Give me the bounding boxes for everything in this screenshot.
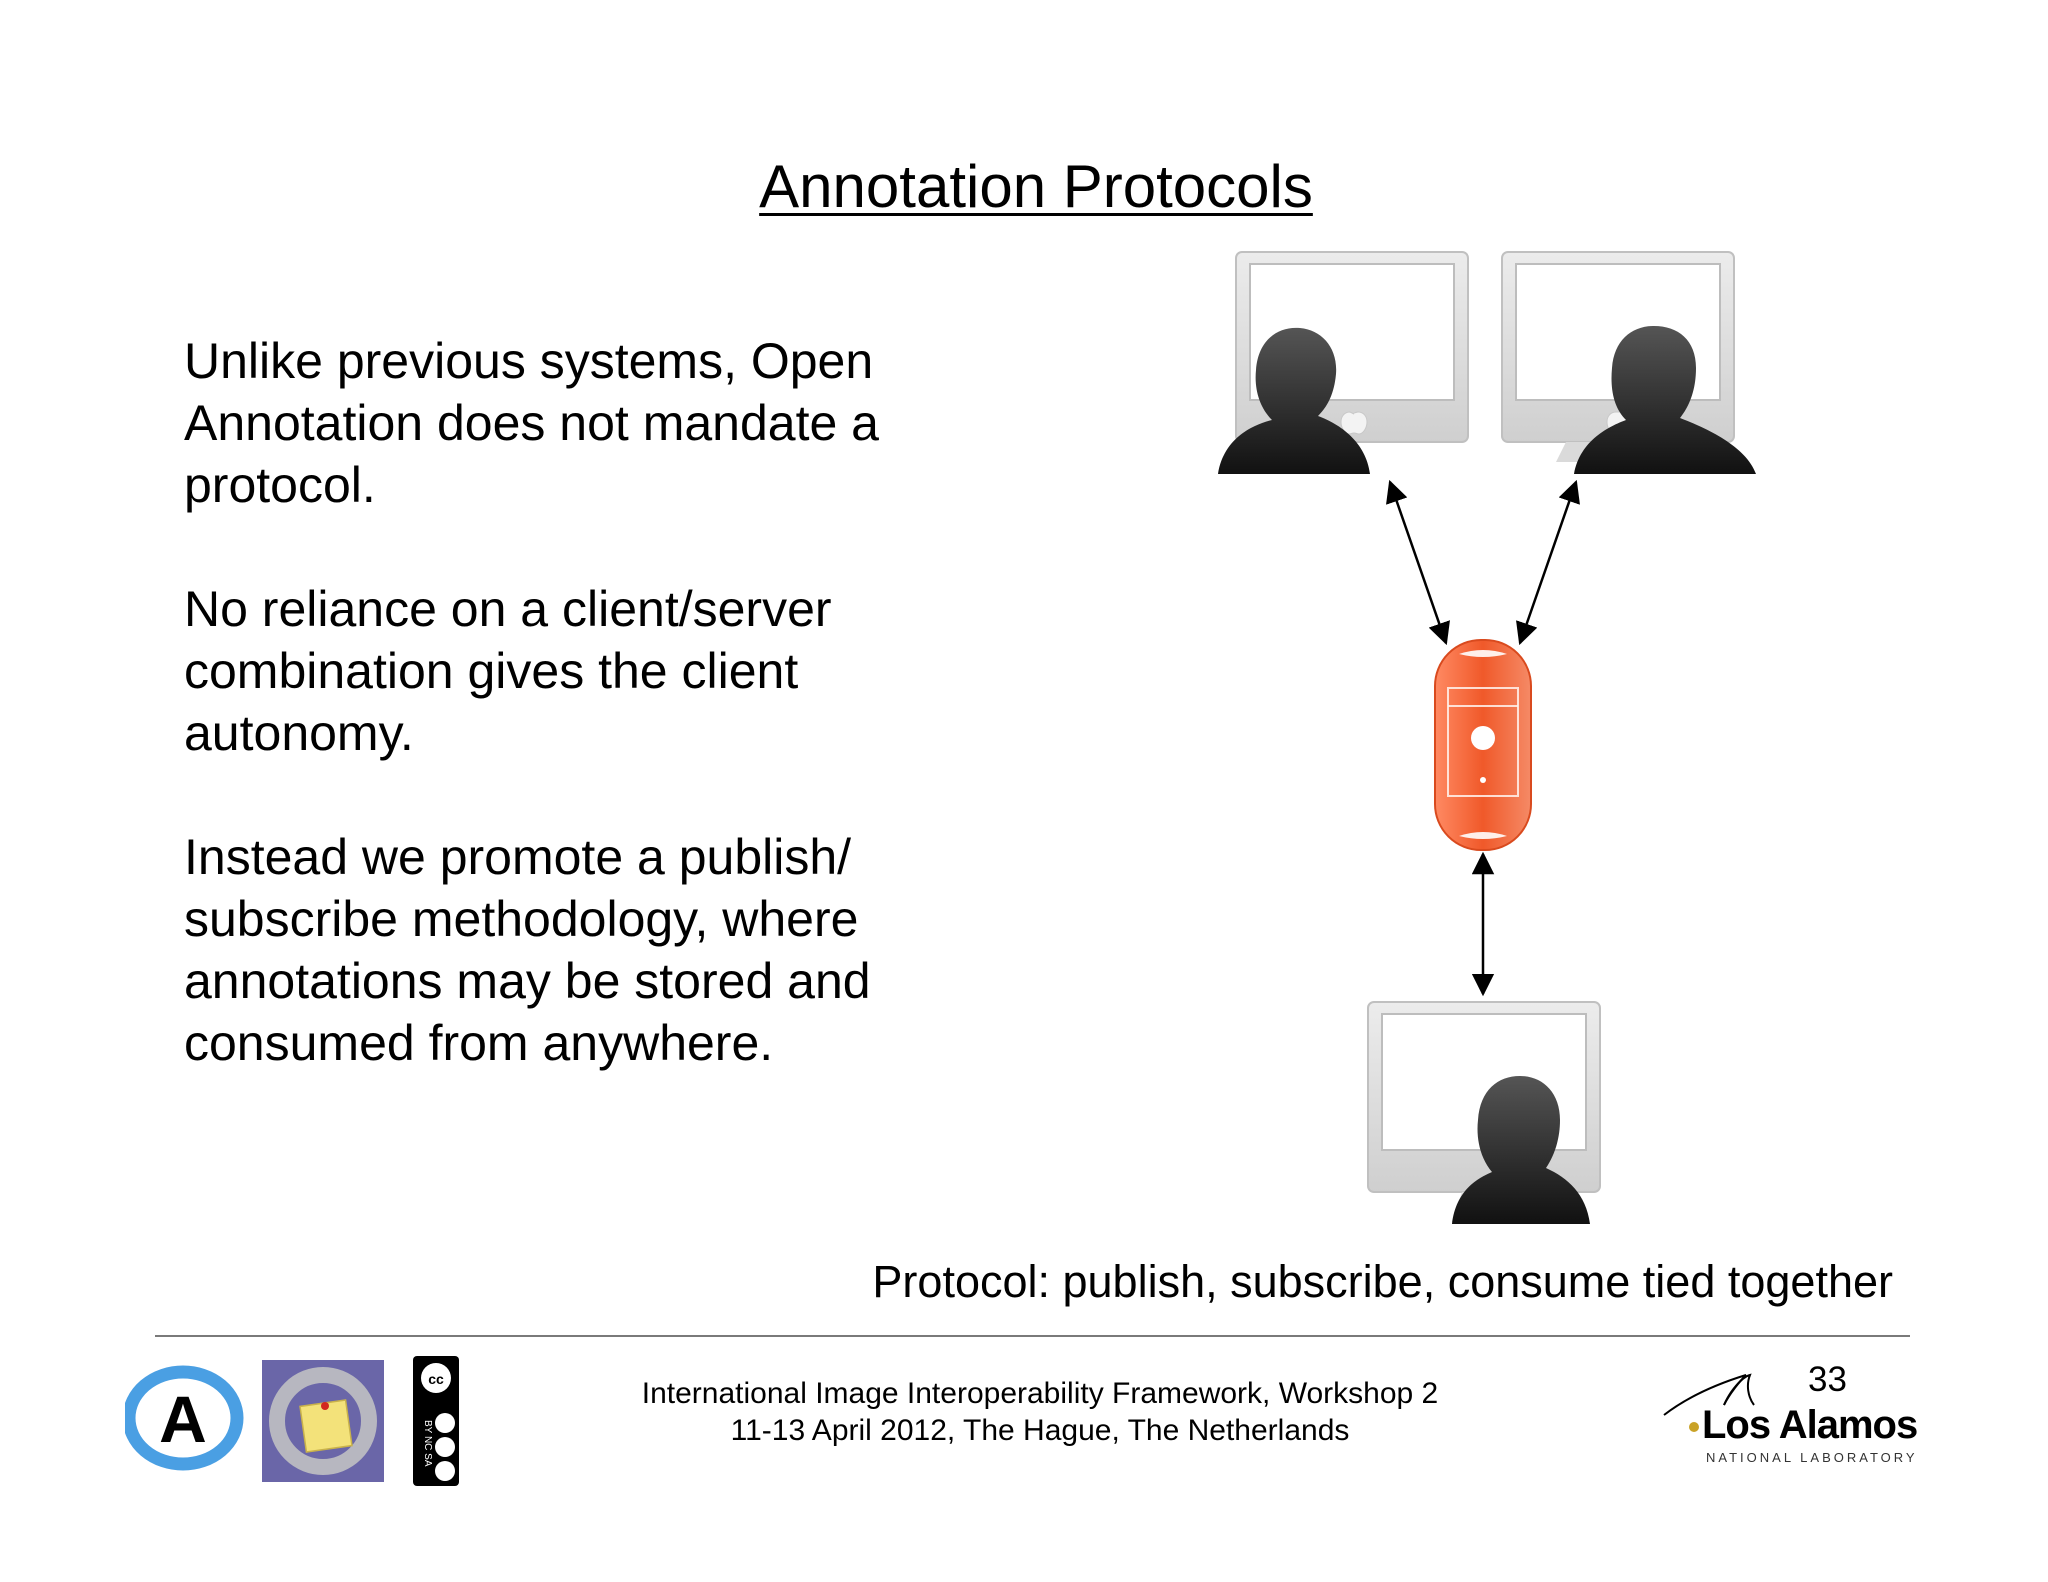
- person-woman-icon: [1452, 1076, 1590, 1224]
- cc-license-label: BY NC SA: [422, 1420, 433, 1467]
- paragraph-autonomy: No reliance on a client/server combinati…: [184, 581, 832, 761]
- logo-group: A cc BY NC SA: [122, 1356, 459, 1486]
- apple-logo-icon: [1340, 411, 1368, 435]
- lanl-swoosh-icon: [1663, 1373, 1755, 1432]
- footer-line-workshop: International Image Interoperability Fra…: [641, 1377, 1439, 1410]
- lanl-subtitle: NATIONAL LABORATORY: [1706, 1450, 1918, 1465]
- footer-logos: A cc BY NC SA: [122, 1348, 485, 1493]
- sticky-note-logo-icon: [262, 1360, 384, 1482]
- arrow-right-to-server: [1516, 479, 1580, 646]
- protocol-diagram: [1218, 251, 1756, 1224]
- client-monitor-right: [1501, 251, 1756, 474]
- lanl-name: Los Alamos: [1702, 1403, 1918, 1447]
- arrow-left-to-server: [1386, 479, 1450, 646]
- client-monitor-left: [1218, 251, 1469, 474]
- footer-line-date-location: 11-13 April 2012, The Hague, The Netherl…: [730, 1414, 1350, 1447]
- svg-text:cc: cc: [428, 1371, 444, 1387]
- person-woman-icon: [1218, 327, 1370, 474]
- body-text: Unlike previous systems, Open Annotation…: [184, 330, 944, 1136]
- cc-license-icon: cc BY NC SA: [413, 1356, 459, 1486]
- diagram-caption: Protocol: publish, subscribe, consume ti…: [872, 1256, 1893, 1307]
- client-monitor-bottom: [1367, 1001, 1601, 1224]
- page-number: 33: [1808, 1360, 1847, 1399]
- slide-title: Annotation Protocols: [759, 153, 1313, 220]
- los-alamos-logo: Los Alamos NATIONAL LABORATORY: [1650, 1365, 1920, 1465]
- footer-event-info: International Image Interoperability Fra…: [540, 1375, 1540, 1449]
- paragraph-publish-subscribe: Instead we promote a publish/ subscribe …: [184, 829, 871, 1071]
- footer-divider: [155, 1335, 1910, 1337]
- person-man-icon: [1574, 326, 1756, 474]
- annotation-logo-icon: A: [122, 1365, 244, 1471]
- annotation-logo-letter: A: [159, 1382, 207, 1456]
- paragraph-protocol: Unlike previous systems, Open Annotation…: [184, 333, 879, 513]
- server-icon: [1434, 639, 1532, 851]
